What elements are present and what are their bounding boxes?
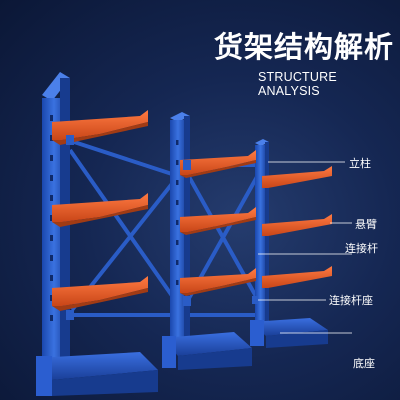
cantilever-arms-right [262, 166, 332, 288]
callout-lines [258, 161, 352, 334]
rod-mounts [66, 135, 258, 320]
label-upright: 立柱 [349, 157, 371, 170]
label-rod-mount: 连接杆座 [329, 294, 373, 307]
bases [36, 318, 328, 396]
cantilever-arms-middle [180, 150, 256, 296]
rod-top-left [67, 138, 176, 177]
label-connecting-rod: 连接杆 [345, 242, 378, 255]
label-base: 底座 [353, 357, 375, 370]
cantilever-arms-left [52, 110, 148, 311]
page-title: 货架结构解析 [214, 30, 395, 64]
label-cantilever-arm: 悬臂 [355, 218, 377, 231]
rod-diag-left-1 [68, 148, 177, 302]
page-subtitle: STRUCTURE ANALYSIS [258, 70, 337, 98]
